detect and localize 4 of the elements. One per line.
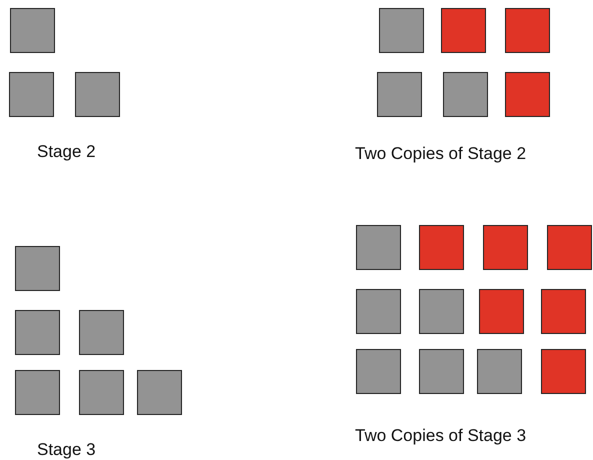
figure-caption: Stage 3 (37, 440, 96, 460)
figure-caption: Two Copies of Stage 2 (355, 144, 526, 164)
figure-caption: Two Copies of Stage 3 (355, 426, 526, 446)
figure-caption: Stage 2 (37, 142, 96, 162)
